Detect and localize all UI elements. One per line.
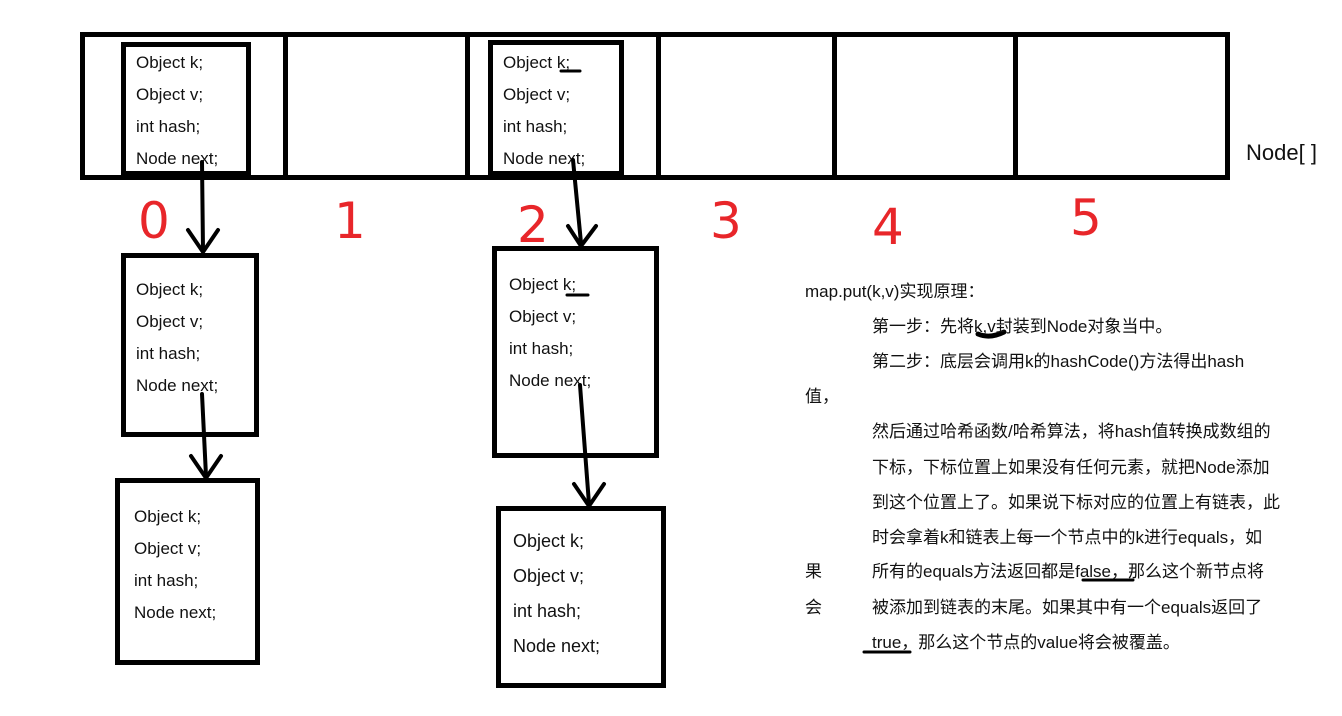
node-field-key: Object k; — [513, 531, 585, 551]
array-divider — [832, 32, 837, 180]
node-bucket0-head: Object k; Object v; int hash; Node next; — [121, 42, 251, 176]
explanation-line: 时会拿着k和链表上每一个节点中的k进行equals，如 — [872, 528, 1263, 547]
node-field-value: Object v; — [136, 85, 204, 104]
explanation-line: 会 — [805, 598, 822, 617]
node-field-next: Node next; — [136, 149, 219, 168]
explanation-line: 值， — [805, 387, 839, 406]
index-0: 0 — [138, 192, 170, 250]
node-field-value: Object v; — [509, 307, 577, 326]
explanation-line: 到这个位置上了。如果说下标对应的位置上有链表，此 — [872, 493, 1280, 512]
node-field-next: Node next; — [136, 376, 219, 395]
node-bucket2-head: Object k; Object v; int hash; Node next; — [488, 40, 624, 176]
node-field-hash: int hash; — [509, 339, 574, 358]
explanation-line: 下标，下标位置上如果没有任何元素，就把Node添加 — [872, 458, 1270, 477]
node-bucket0-third: Object k; Object v; int hash; Node next; — [115, 478, 260, 665]
array-divider — [465, 32, 470, 180]
node-bucket2-second: Object k; Object v; int hash; Node next; — [492, 246, 659, 458]
node-field-key: Object k; — [503, 53, 571, 72]
node-field-key: Object k; — [136, 53, 204, 72]
node-field-value: Object v; — [136, 312, 204, 331]
node-field-hash: int hash; — [503, 117, 568, 136]
node-field-hash: int hash; — [136, 117, 201, 136]
explanation-line: 第一步：先将k,v封装到Node对象当中。 — [872, 317, 1173, 336]
node-field-next: Node next; — [134, 603, 217, 622]
index-3: 3 — [710, 192, 742, 250]
explanation-title: map.put(k,v)实现原理： — [805, 282, 985, 301]
index-2: 2 — [517, 196, 549, 254]
node-field-next: Node next; — [509, 371, 592, 390]
array-label: Node[ ] — [1246, 140, 1317, 165]
explanation-line: 果 — [805, 562, 822, 581]
node-field-hash: int hash; — [134, 571, 199, 590]
node-field-hash: int hash; — [136, 344, 201, 363]
node-field-key: Object k; — [136, 280, 204, 299]
node-bucket2-third: Object k; Object v; int hash; Node next; — [496, 506, 666, 688]
explanation-line: true，那么这个节点的value将会被覆盖。 — [872, 633, 1180, 652]
array-divider — [656, 32, 661, 180]
next-arrow-line — [200, 392, 208, 478]
next-arrow-head — [572, 482, 606, 508]
node-field-value: Object v; — [503, 85, 571, 104]
next-arrow-line — [571, 158, 583, 245]
next-arrow-head — [186, 228, 220, 254]
index-5: 5 — [1070, 189, 1102, 247]
underline-mark — [975, 329, 1007, 339]
node-array — [80, 32, 1230, 180]
node-field-next: Node next; — [503, 149, 586, 168]
node-field-hash: int hash; — [513, 601, 582, 621]
next-arrow-head — [566, 224, 598, 248]
node-field-next: Node next; — [513, 636, 601, 656]
index-4: 4 — [872, 198, 904, 256]
node-field-key: Object k; — [134, 507, 202, 526]
explanation-line: 被添加到链表的末尾。如果其中有一个equals返回了 — [872, 598, 1263, 617]
explanation-line: 第二步：底层会调用k的hashCode()方法得出hash — [872, 352, 1245, 371]
explanation-line: 所有的equals方法返回都是false，那么这个新节点将 — [872, 562, 1265, 581]
next-arrow-line — [200, 160, 205, 252]
index-1: 1 — [334, 192, 366, 250]
explanation-line: 然后通过哈希函数/哈希算法，将hash值转换成数组的 — [872, 422, 1271, 441]
node-field-key: Object k; — [509, 275, 577, 294]
node-field-value: Object v; — [134, 539, 202, 558]
node-field-value: Object v; — [513, 566, 585, 586]
next-arrow-head — [189, 454, 223, 480]
next-arrow-line — [578, 383, 591, 506]
array-divider — [283, 32, 288, 180]
array-divider — [1013, 32, 1018, 180]
node-bucket0-second: Object k; Object v; int hash; Node next; — [121, 253, 259, 437]
